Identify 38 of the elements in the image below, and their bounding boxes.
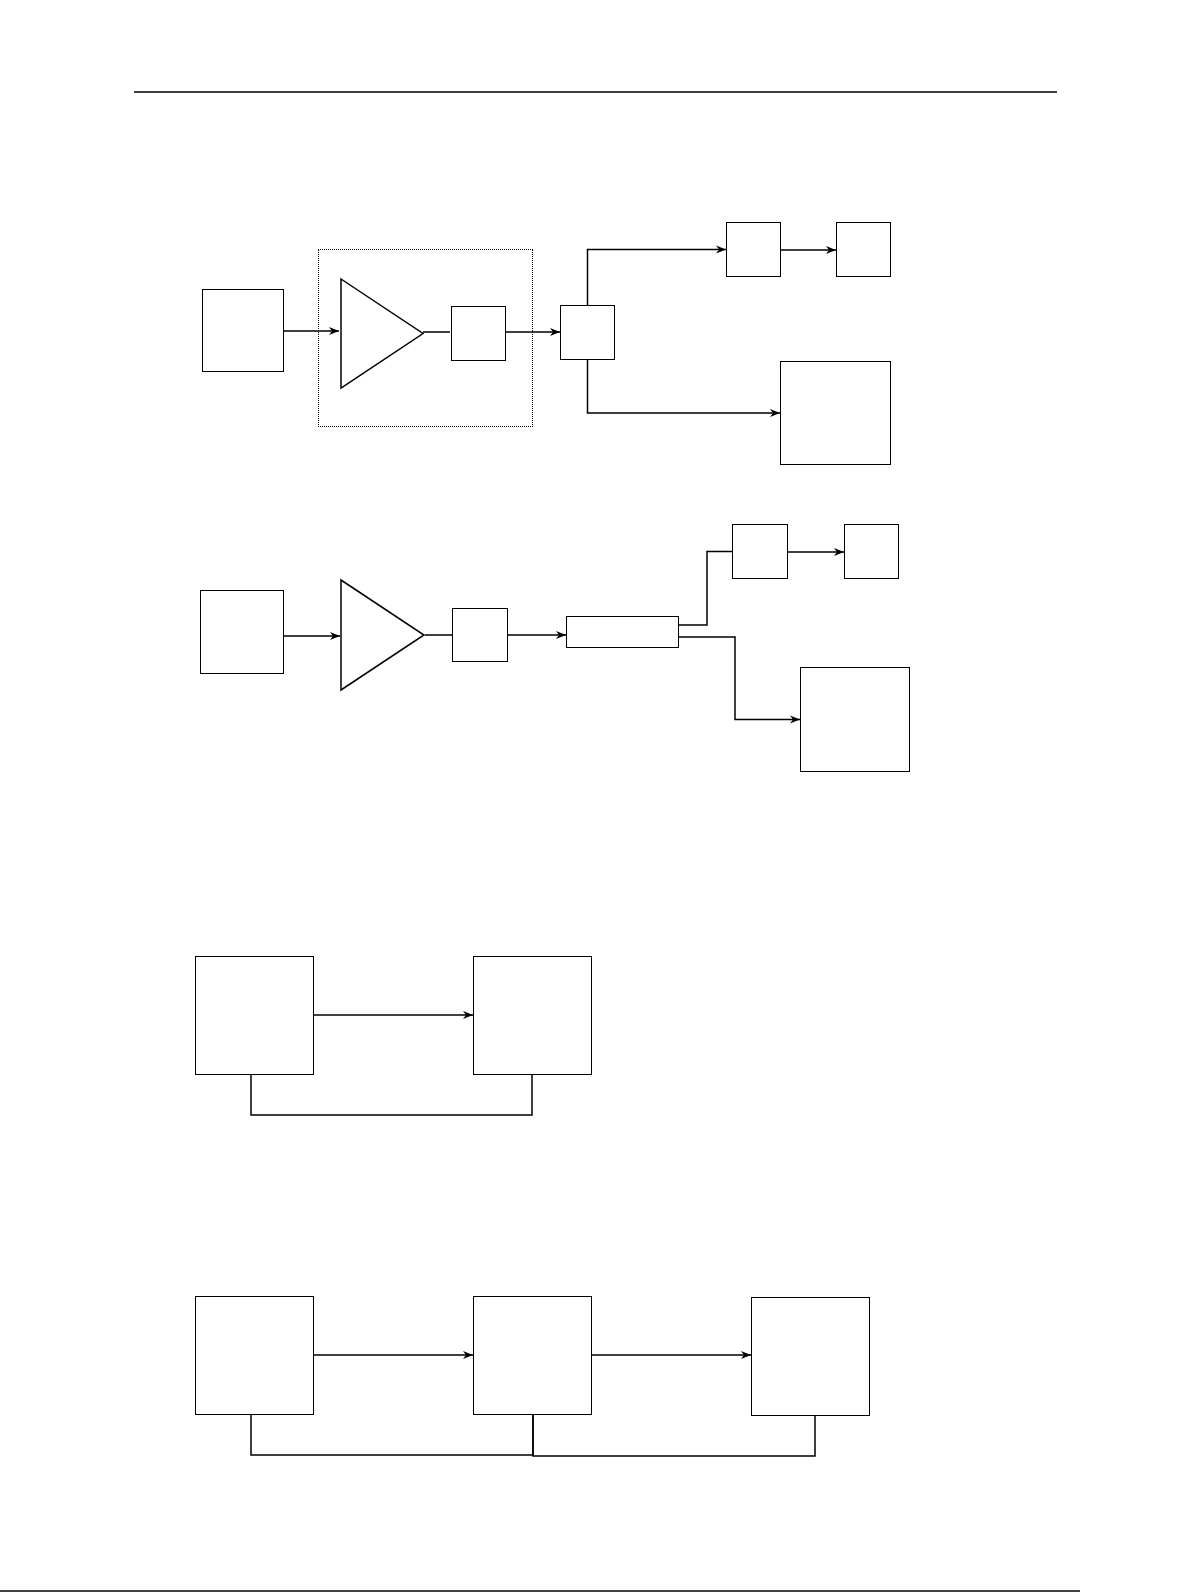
process-box xyxy=(195,1296,314,1415)
arrow xyxy=(678,636,801,724)
amplifier-triangle xyxy=(340,579,425,691)
arrow xyxy=(313,1351,474,1359)
process-box xyxy=(560,305,615,360)
process-box xyxy=(195,956,314,1075)
arrow xyxy=(780,246,837,254)
bar-block xyxy=(566,616,679,648)
process-box xyxy=(200,590,284,674)
connector-line xyxy=(678,550,733,626)
arrow xyxy=(586,245,727,306)
arrow xyxy=(787,548,845,556)
process-box xyxy=(202,289,284,372)
process-box xyxy=(452,608,508,662)
process-box xyxy=(473,1296,592,1415)
process-box xyxy=(732,524,788,579)
dotted-group-box xyxy=(318,249,533,427)
process-box xyxy=(751,1297,870,1416)
connector-line xyxy=(250,1074,533,1116)
process-box xyxy=(451,306,506,361)
arrow xyxy=(283,327,340,335)
arrow xyxy=(507,631,567,639)
connector-line xyxy=(422,331,451,333)
connector-line xyxy=(532,1414,816,1457)
amplifier-triangle xyxy=(340,278,424,389)
process-box xyxy=(726,222,781,277)
process-box xyxy=(844,524,899,579)
process-box xyxy=(836,222,891,277)
arrow xyxy=(504,328,561,336)
process-box xyxy=(800,667,910,772)
process-box xyxy=(473,956,592,1075)
arrow xyxy=(313,1011,474,1019)
connector-line xyxy=(424,634,453,636)
arrow xyxy=(586,359,781,417)
connector-line xyxy=(250,1414,534,1456)
arrow xyxy=(283,632,341,640)
process-box xyxy=(780,361,891,465)
arrow xyxy=(591,1351,752,1359)
